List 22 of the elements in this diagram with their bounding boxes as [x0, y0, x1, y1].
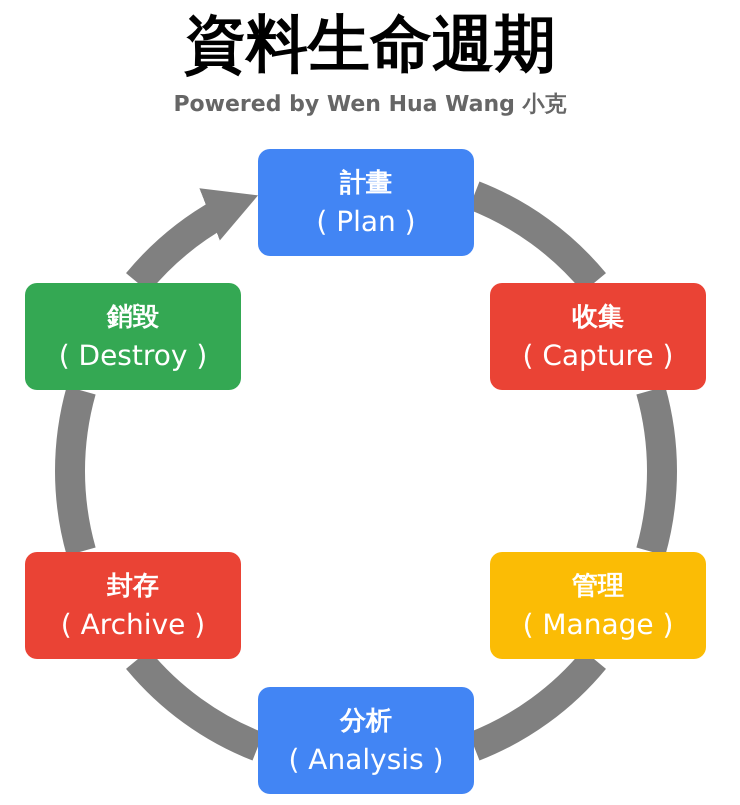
stage-english-name: ( Capture ) — [522, 338, 674, 372]
title: 資料生命週期 — [183, 6, 557, 82]
ring-segment — [636, 387, 677, 555]
stage-name: 收集 — [572, 300, 624, 332]
stage-name: 管理 — [572, 570, 624, 602]
stage-name: 計畫 — [340, 166, 392, 198]
stage-box — [490, 283, 706, 390]
stage-box — [258, 687, 474, 794]
stage-name: 封存 — [107, 570, 159, 602]
stage-name: 分析 — [340, 704, 392, 736]
stage-box — [25, 552, 241, 659]
stage-english-name: ( Manage ) — [522, 608, 674, 642]
stage-name: 銷毀 — [107, 300, 159, 332]
stage-english-name: ( Analysis ) — [288, 742, 444, 776]
stage-english-name: ( Plan ) — [316, 204, 416, 238]
stage-box — [258, 149, 474, 256]
ring-segment — [55, 387, 96, 555]
stage-english-name: ( Destroy ) — [58, 338, 208, 372]
subtitle: Powered by Wen Hua Wang 小克 — [172, 91, 568, 119]
stage-box — [490, 552, 706, 659]
stage-english-name: ( Archive ) — [60, 608, 206, 642]
stage-box — [25, 283, 241, 390]
